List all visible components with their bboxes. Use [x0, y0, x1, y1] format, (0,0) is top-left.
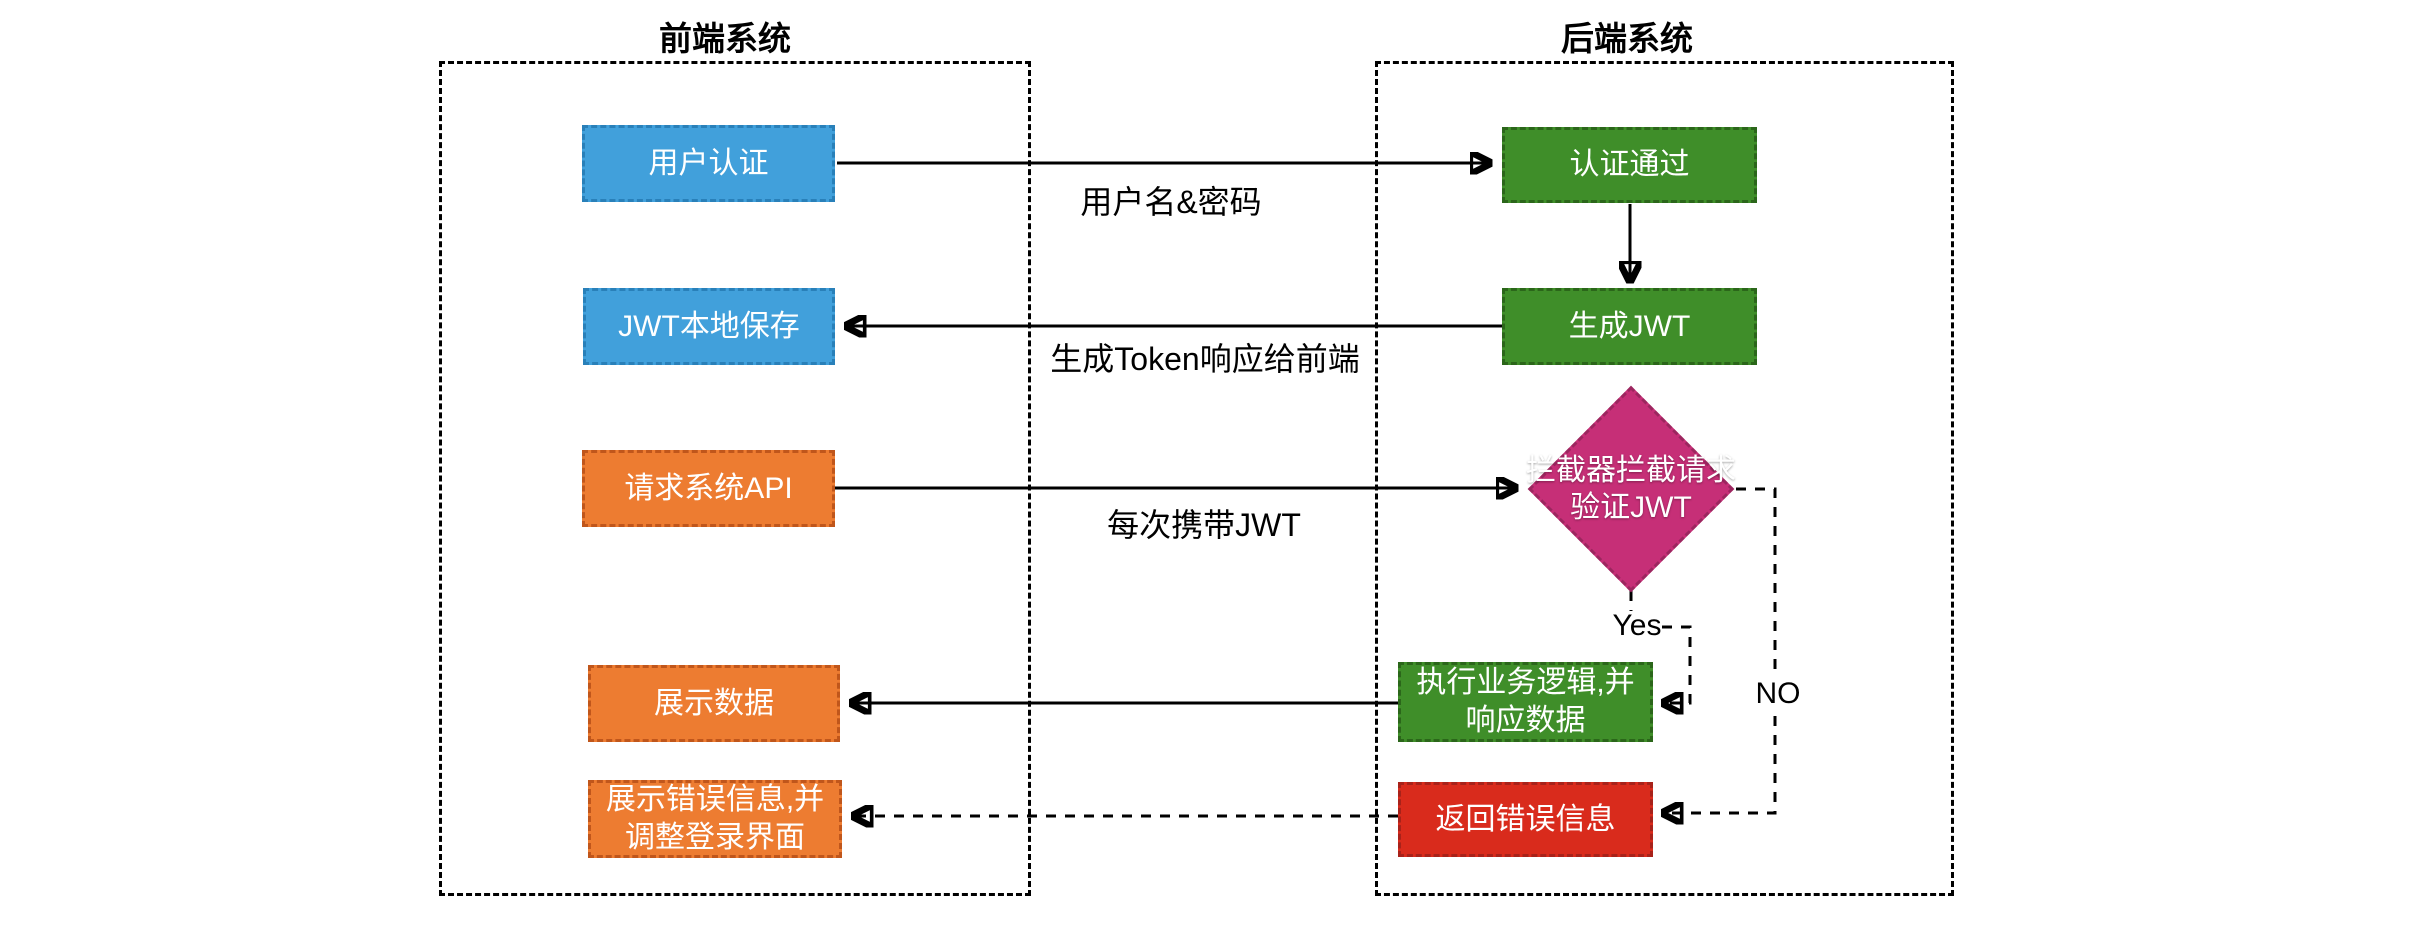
edge-label-token-response: 生成Token响应给前端: [1050, 341, 1360, 377]
node-return-error: 返回错误信息: [1398, 782, 1653, 857]
node-generate-jwt: 生成JWT: [1502, 288, 1757, 365]
node-auth-pass: 认证通过: [1502, 127, 1757, 203]
node-jwt-save: JWT本地保存: [583, 288, 835, 365]
node-interceptor-line1: 拦截器拦截请求: [1526, 454, 1736, 487]
edge-label-yes: Yes: [1612, 609, 1662, 642]
backend-lane-container: [1375, 61, 1954, 896]
node-show-data-label: 展示数据: [654, 686, 774, 720]
node-generate-jwt-label: 生成JWT: [1568, 309, 1691, 343]
node-show-data: 展示数据: [588, 665, 840, 742]
node-jwt-save-label: JWT本地保存: [618, 309, 800, 343]
node-user-auth: 用户认证: [582, 125, 835, 202]
frontend-lane-title: 前端系统: [659, 20, 791, 57]
node-show-error-label: 展示错误信息,并 调整登录界面: [606, 781, 824, 857]
node-user-auth-label: 用户认证: [648, 146, 769, 180]
node-return-error-label: 返回错误信息: [1435, 802, 1616, 836]
edge-label-carry-jwt: 每次携带JWT: [1107, 507, 1301, 543]
node-interceptor-line2: 验证JWT: [1570, 491, 1692, 524]
edge-label-no: NO: [1749, 675, 1807, 713]
node-interceptor-label: 拦截器拦截请求 验证JWT: [1481, 452, 1781, 526]
node-exec-logic-line2: 响应数据: [1465, 704, 1586, 737]
node-show-error-line1: 展示错误信息,并: [605, 783, 825, 816]
node-request-api: 请求系统API: [582, 450, 835, 527]
edge-label-username-password: 用户名&密码: [1080, 184, 1262, 220]
frontend-lane-container: [439, 61, 1031, 896]
backend-lane-title: 后端系统: [1561, 20, 1693, 57]
node-auth-pass-label: 认证通过: [1569, 148, 1690, 181]
node-show-error-line2: 调整登录界面: [625, 821, 805, 854]
node-exec-logic: 执行业务逻辑,并 响应数据: [1398, 662, 1653, 742]
node-exec-logic-label: 执行业务逻辑,并 响应数据: [1416, 664, 1634, 740]
node-exec-logic-line1: 执行业务逻辑,并: [1416, 666, 1635, 699]
node-request-api-label: 请求系统API: [624, 471, 793, 505]
node-show-error: 展示错误信息,并 调整登录界面: [588, 780, 842, 858]
